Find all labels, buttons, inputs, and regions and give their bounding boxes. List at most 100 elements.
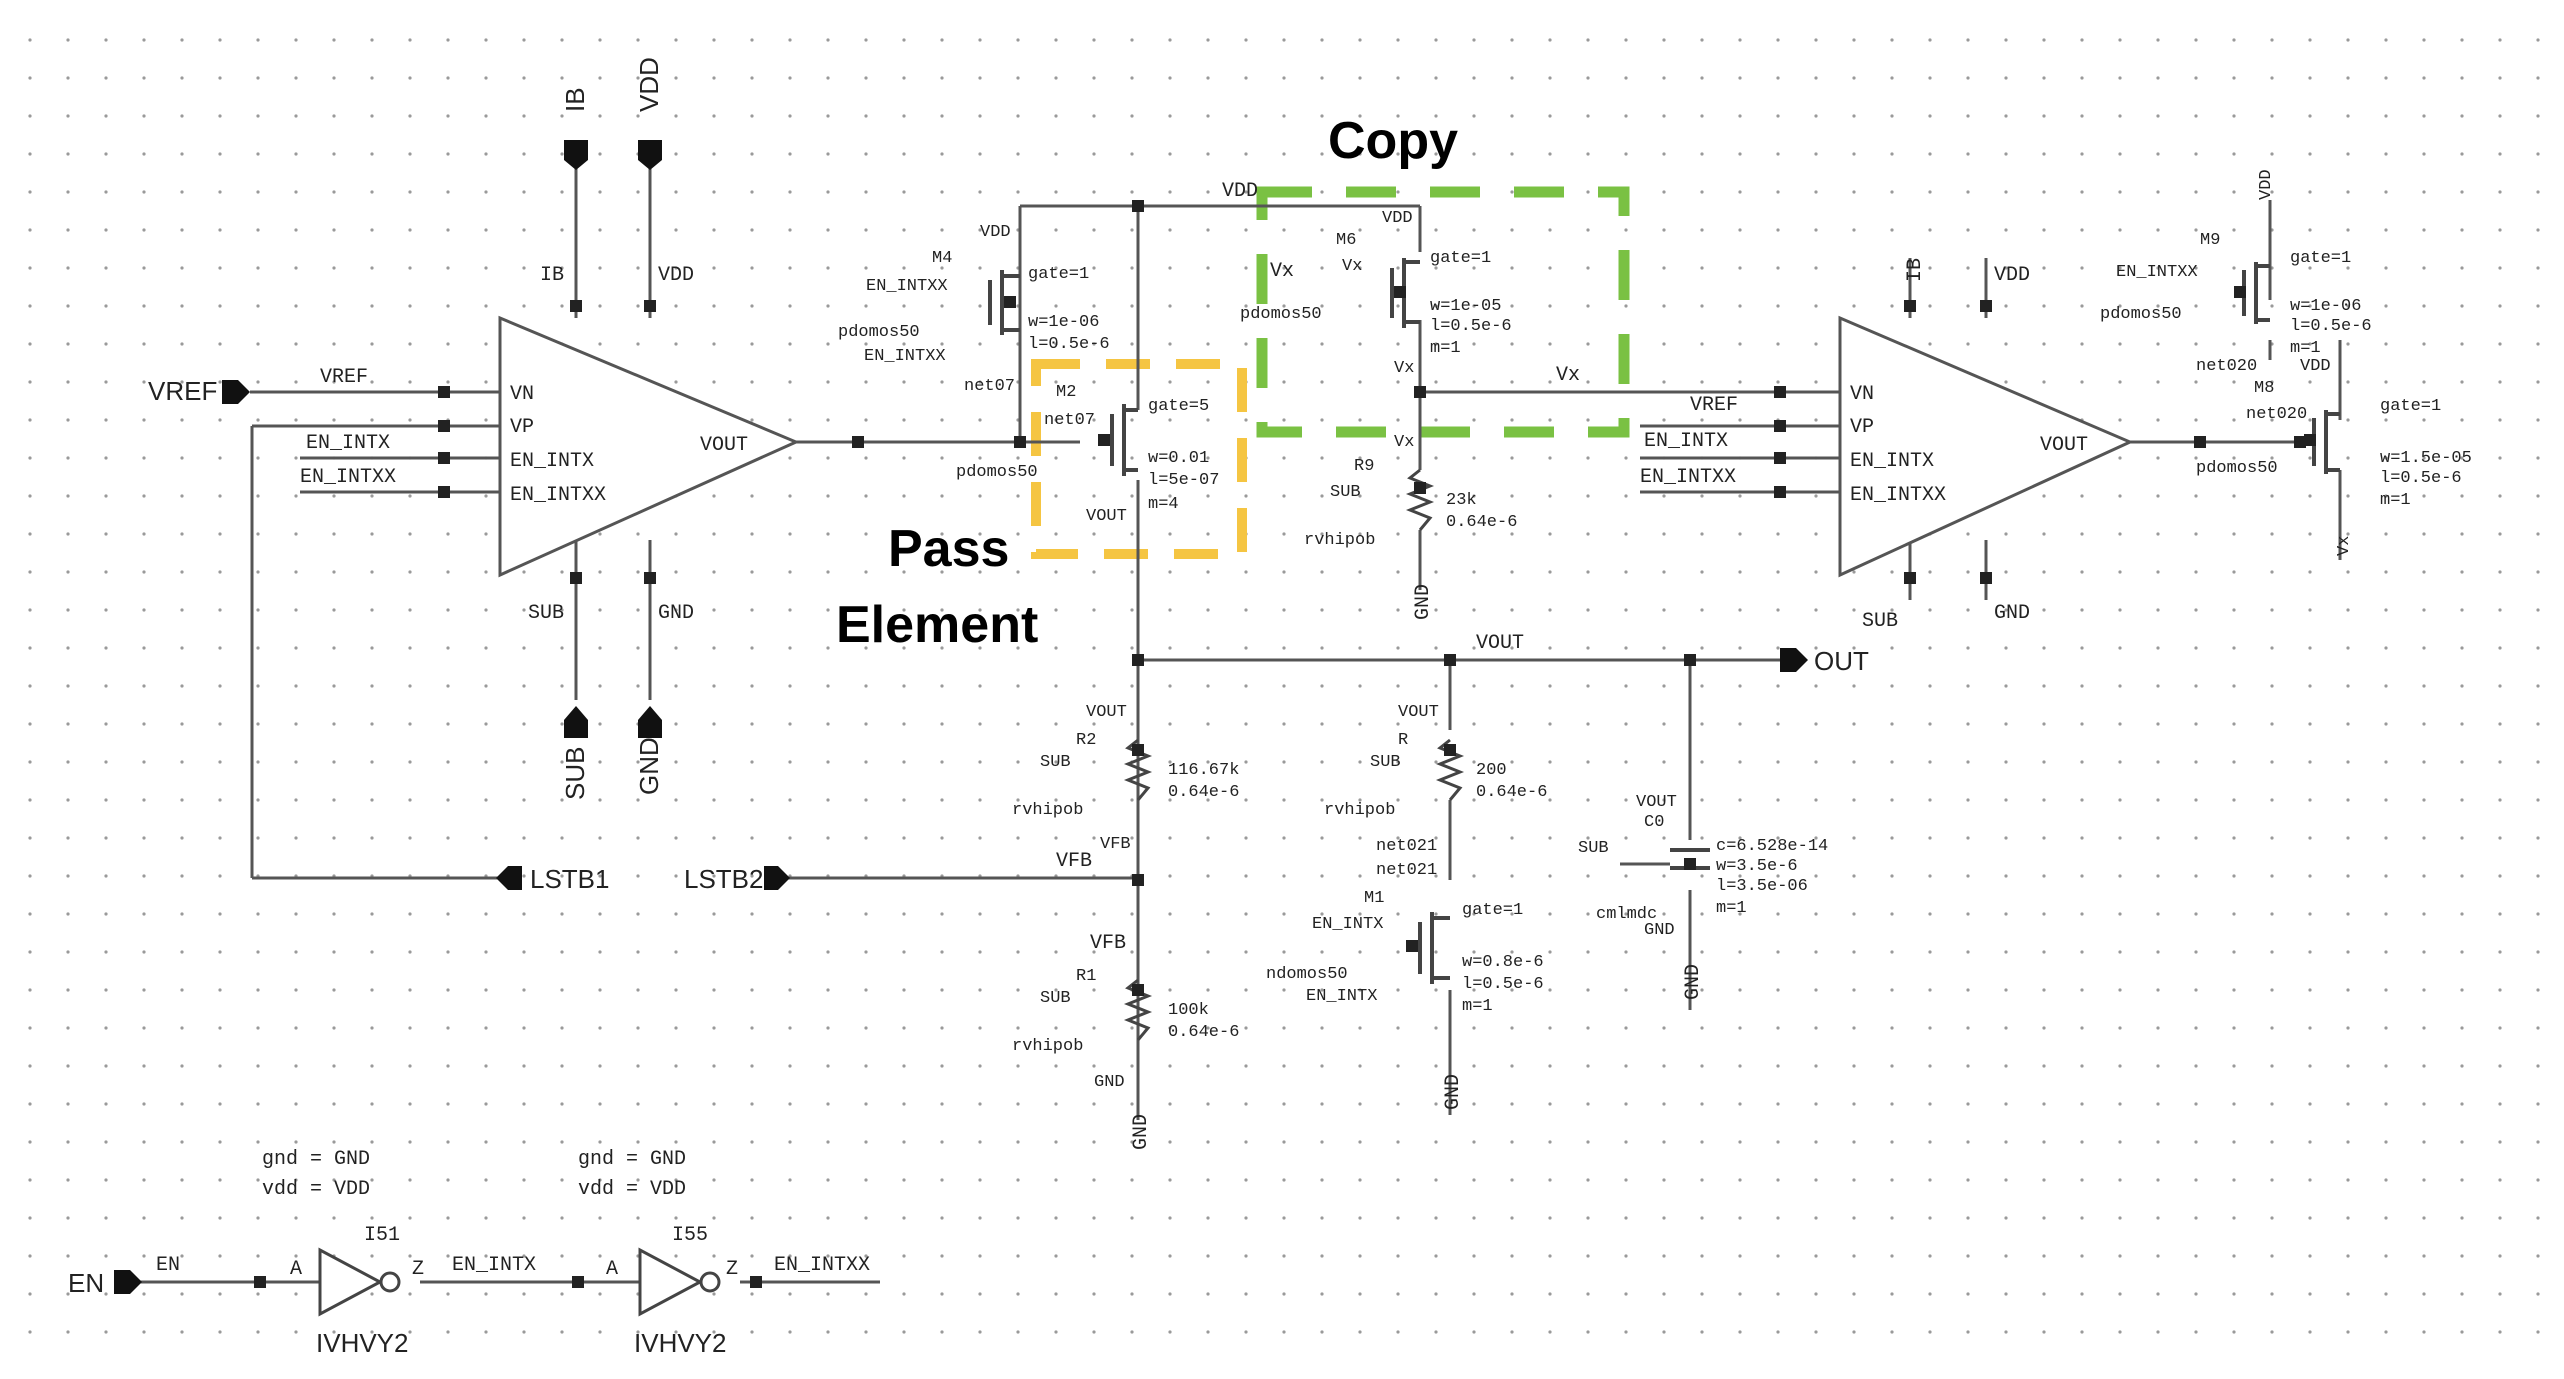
m1-gate: gate=1 <box>1462 901 1523 920</box>
m9-vdd: VDD <box>2257 169 2276 200</box>
net-vout-bus: VOUT <box>1476 632 1524 655</box>
pass-annotation-line2: Element <box>836 596 1038 654</box>
r-top-net: VOUT <box>1398 703 1439 722</box>
resistor-symbols <box>1123 468 1465 1041</box>
junction-dot <box>1684 654 1696 666</box>
m9-model: pdomos50 <box>2100 305 2182 324</box>
r1-value: 100k <box>1168 1001 1209 1020</box>
r2-bottom-net: VFB <box>1100 835 1131 854</box>
junction-dot <box>1406 940 1418 952</box>
amp2-net-ib: IB <box>1904 258 1927 282</box>
r-model: rvhipob <box>1324 801 1395 820</box>
junction-dot <box>1444 744 1456 756</box>
m8-w: w=1.5e-05 <box>2380 449 2472 468</box>
junction-dot <box>1132 874 1144 886</box>
i55-in: A <box>606 1258 618 1281</box>
amp2-pin-vn: VN <box>1850 383 1874 406</box>
r-width: 0.64e-6 <box>1476 783 1547 802</box>
junction-dot <box>2234 286 2246 298</box>
junction-dot <box>2294 436 2306 448</box>
junction-dot <box>644 572 656 584</box>
junction-dot <box>1004 296 1016 308</box>
amp2-net-en-intx: EN_INTX <box>1644 430 1728 453</box>
r-name: R <box>1398 731 1408 750</box>
amp2-pin-en-intxx: EN_INTXX <box>1850 484 1946 507</box>
junction-dot <box>1098 434 1110 446</box>
i51-out: Z <box>412 1258 424 1281</box>
m8-gate: gate=1 <box>2380 397 2441 416</box>
m2-model: pdomos50 <box>956 463 1038 482</box>
port-label-en: EN <box>68 1268 104 1298</box>
error-amplifier-1 <box>498 315 800 578</box>
junction-dot <box>1132 984 1144 996</box>
m4-gate: gate=1 <box>1028 265 1089 284</box>
m2-name: M2 <box>1056 383 1076 402</box>
m6-w: w=1e-05 <box>1430 297 1501 316</box>
m1-model: ndomos50 <box>1266 965 1348 984</box>
inverter-symbols <box>318 1247 721 1317</box>
net-en-intx-inv: EN_INTX <box>452 1254 536 1277</box>
m4-drain-net: net07 <box>964 377 1015 396</box>
amp1-net-ib: IB <box>540 264 564 287</box>
port-label-sub: SUB <box>560 747 590 800</box>
m9-name: M9 <box>2200 231 2220 250</box>
m8-m: m=1 <box>2380 491 2411 510</box>
m6-vdd: VDD <box>1382 209 1413 228</box>
r2-width: 0.64e-6 <box>1168 783 1239 802</box>
junction-dot <box>852 436 864 448</box>
port-label-lstb1: LSTB1 <box>530 864 610 894</box>
junction-dot <box>1394 286 1406 298</box>
m2-net: net07 <box>1044 411 1095 430</box>
m6-model: pdomos50 <box>1240 305 1322 324</box>
m1-gate-net: EN_INTX <box>1312 915 1383 934</box>
m9-drain-net: net020 <box>2196 357 2257 376</box>
junction-dot <box>750 1276 762 1288</box>
net-gnd-r9: GND <box>1412 584 1435 620</box>
m1-body-net: EN_INTX <box>1306 987 1377 1006</box>
m4-body-net: EN_INTXX <box>864 347 946 366</box>
copy-highlight-box <box>1256 186 1630 438</box>
c0-gnd-label: GND <box>1644 921 1675 940</box>
net-gnd-r1: GND <box>1130 1114 1153 1150</box>
amp2-net-vdd: VDD <box>1994 264 2030 287</box>
port-label-gnd: GND <box>634 737 664 795</box>
r9-sub: SUB <box>1330 483 1361 502</box>
junction-dots <box>254 200 2316 1288</box>
r2-name: R2 <box>1076 731 1096 750</box>
junction-dot <box>1774 386 1786 398</box>
r9-name: R9 <box>1354 457 1374 476</box>
junction-dot <box>1132 744 1144 756</box>
net-en-intxx-inv: EN_INTXX <box>774 1254 870 1277</box>
net-en-intx-amp1: EN_INTX <box>306 432 390 455</box>
junction-dot <box>1774 486 1786 498</box>
m9-gate: gate=1 <box>2290 249 2351 268</box>
i55-out: Z <box>726 1258 738 1281</box>
m8-drain: Vx <box>2335 536 2354 556</box>
i55-name: I55 <box>672 1224 708 1247</box>
m1-w: w=0.8e-6 <box>1462 953 1544 972</box>
junction-dot <box>2194 436 2206 448</box>
amp2-net-vref: VREF <box>1690 394 1738 417</box>
pin-connectors <box>114 140 1808 1294</box>
c0-sub: SUB <box>1578 839 1609 858</box>
m4-gate-net: EN_INTXX <box>866 277 948 296</box>
m8-name: M8 <box>2254 379 2274 398</box>
junction-dot <box>254 1276 266 1288</box>
r1-sub: SUB <box>1040 989 1071 1008</box>
m8-l: l=0.5e-6 <box>2380 469 2462 488</box>
c0-c: c=6.528e-14 <box>1716 837 1828 856</box>
net-en-intxx-amp1: EN_INTXX <box>300 466 396 489</box>
global-gnd-1: gnd = GND <box>262 1148 370 1171</box>
junction-dot <box>1980 300 1992 312</box>
m8-model: pdomos50 <box>2196 459 2278 478</box>
junction-dot <box>438 452 450 464</box>
junction-dot <box>2304 434 2316 446</box>
c0-l: l=3.5e-06 <box>1716 877 1808 896</box>
amp2-pin-vout: VOUT <box>2040 434 2088 457</box>
c0-m: m=1 <box>1716 899 1747 918</box>
m6-m: m=1 <box>1430 339 1461 358</box>
c0-net-cmlmdc: cmlmdc <box>1596 905 1657 924</box>
net-vdd-top: VDD <box>1222 180 1258 203</box>
junction-dot <box>1904 300 1916 312</box>
amp1-pin-en-intx: EN_INTX <box>510 450 594 473</box>
